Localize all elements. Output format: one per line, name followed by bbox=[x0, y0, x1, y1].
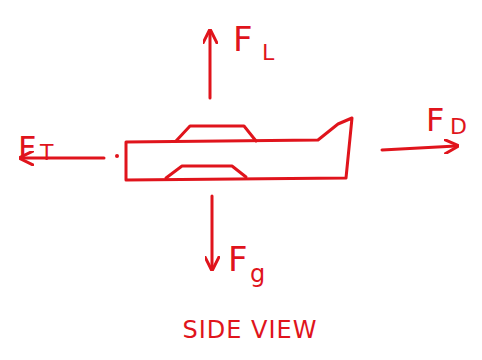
upper-wing bbox=[176, 126, 256, 141]
lift-arrow bbox=[209, 32, 212, 98]
fuselage-outline bbox=[126, 118, 352, 180]
force-symbol: F bbox=[426, 104, 444, 136]
force-symbol: F bbox=[233, 22, 253, 56]
force-symbol: F bbox=[228, 242, 248, 276]
force-symbol: F bbox=[18, 132, 36, 164]
force-subscript: T bbox=[40, 142, 53, 164]
force-subscript: L bbox=[262, 42, 274, 64]
caption: SIDE VIEW bbox=[183, 318, 318, 342]
force-subscript: D bbox=[450, 116, 467, 138]
lower-wing bbox=[166, 166, 246, 178]
nose-dot bbox=[115, 154, 119, 158]
gravity-arrow bbox=[211, 196, 214, 268]
drag-arrow bbox=[382, 146, 456, 150]
force-subscript: g bbox=[250, 262, 265, 286]
